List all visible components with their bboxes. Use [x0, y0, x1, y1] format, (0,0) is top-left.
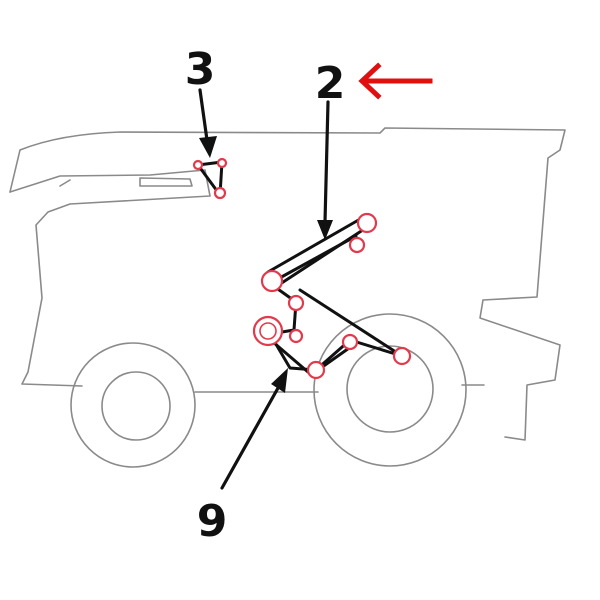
callout-arrow-3 — [198, 88, 217, 158]
front-body — [9, 169, 211, 387]
belt-9-pulley-idler — [287, 294, 305, 312]
red-left-arrow-icon — [358, 62, 433, 100]
belt-9-pulley-rear — [392, 346, 412, 366]
belt-9 — [252, 269, 412, 380]
belt-9-pulley-main — [252, 315, 284, 347]
belt-3-pulley-b — [216, 157, 228, 169]
belt-9-pulley-upper — [260, 269, 284, 293]
combine-outline — [9, 127, 566, 441]
step-line — [59, 179, 71, 187]
belt-2-pulley-top — [356, 212, 378, 234]
callout-label-2: 2 — [315, 58, 346, 109]
belt-9-pulley-small — [288, 328, 304, 344]
callout-arrow-2 — [317, 100, 333, 240]
belt-9-pulley-main-hub — [259, 322, 277, 340]
belt-2 — [266, 212, 378, 290]
front-wheel — [70, 342, 196, 468]
belt-9-pulley-mid — [341, 333, 359, 351]
header-strip — [139, 177, 193, 187]
cab-roof — [9, 127, 566, 441]
belt-3-pulley-a — [192, 159, 204, 171]
rear-wheel — [313, 313, 467, 467]
callout-arrow-9 — [220, 368, 288, 490]
belt-2-pulley-idler — [348, 236, 366, 254]
callout-label-9: 9 — [197, 496, 228, 547]
belt-3 — [192, 157, 228, 200]
belt-3-pulley-c — [213, 186, 227, 200]
belt-9-pulley-lower — [306, 360, 326, 380]
callout-label-3: 3 — [185, 44, 216, 95]
